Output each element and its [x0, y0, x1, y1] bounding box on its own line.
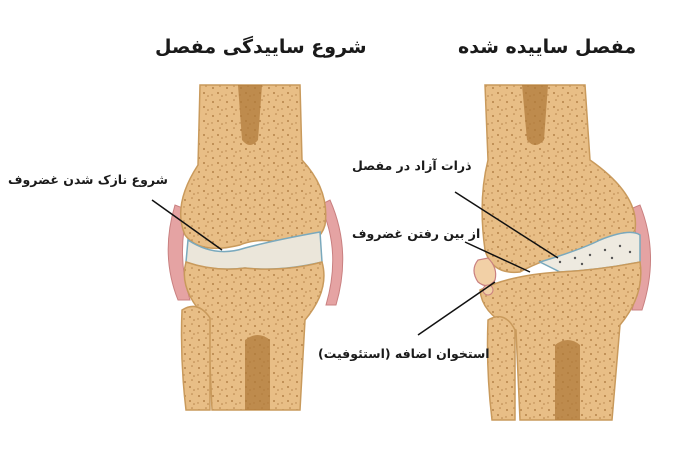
right-knee: [418, 85, 651, 420]
loose-bodies-label: ذرات آزاد در مفصل: [352, 158, 472, 173]
right-title: مفصل سایيده شده: [458, 36, 636, 58]
osteophyte-label: استخوان اضافه (استئوفیت): [318, 346, 490, 361]
left-tibia-marrow: [245, 335, 270, 410]
osteophyte-pointer: [418, 282, 495, 335]
cartilage-thinning-label: شروع نازک شدن غضروف: [8, 172, 168, 187]
left-title: شروع سایيدگی مفصل: [155, 36, 367, 58]
cartilage-loss-label: از بین رفتن غضروف: [352, 226, 480, 241]
left-fibula: [182, 306, 211, 410]
right-fibula: [488, 317, 516, 420]
right-tibia-marrow: [555, 340, 580, 420]
left-knee: [152, 85, 343, 410]
